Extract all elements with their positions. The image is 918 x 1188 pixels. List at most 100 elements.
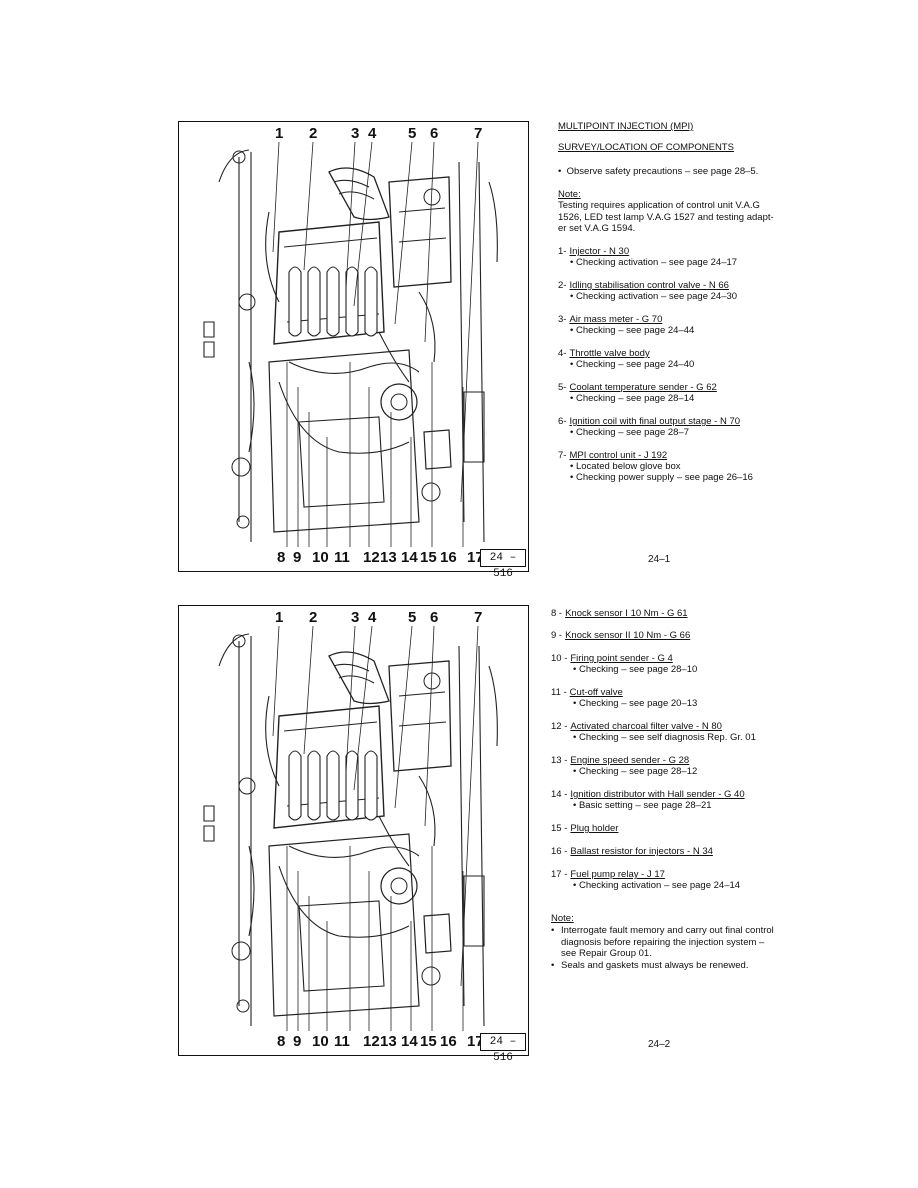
- body-panel-line: [238, 636, 485, 1027]
- round-cap: [421, 482, 441, 502]
- item-title: Knock sensor II 10 Nm - G 66: [565, 630, 691, 641]
- safety-bullet-text: Observe safety precautions – see page 28…: [566, 166, 759, 177]
- note-heading: Note:: [558, 189, 581, 200]
- intake-runner: [364, 266, 378, 337]
- callout-leader-line: [460, 625, 479, 987]
- round-cap: [232, 150, 246, 164]
- callout-label-4: 4: [368, 609, 377, 626]
- callout-label-14: 14: [401, 1033, 418, 1050]
- item-title: Activated charcoal filter valve - N 80: [570, 721, 722, 732]
- safety-bullet: • Observe safety precautions – see page …: [558, 166, 759, 177]
- wire-hose: [265, 695, 280, 787]
- item-title: Idling stabilisation control valve - N 6…: [569, 280, 729, 291]
- callout-label-6: 6: [430, 609, 439, 626]
- wire-hose: [278, 381, 410, 454]
- item-number: 2-: [558, 280, 567, 291]
- item-title: MPI control unit - J 192: [569, 450, 668, 461]
- item-title: Ignition distributor with Hall sender - …: [570, 789, 745, 800]
- round-cap: [236, 999, 250, 1013]
- hose-ribs: [333, 179, 375, 200]
- page-title: MULTIPOINT INJECTION (MPI): [558, 121, 694, 132]
- item-detail: • Located below glove box: [570, 461, 681, 472]
- distributor-center: [390, 877, 408, 895]
- item-number: 3-: [558, 314, 567, 325]
- callout-leader-line: [345, 141, 356, 289]
- callout-leader-line: [460, 141, 479, 503]
- wire-hose: [248, 845, 255, 937]
- engine-lower-part: [298, 416, 385, 508]
- note-bullet-text: Interrogate fault memory and carry out f…: [561, 925, 774, 959]
- round-cap: [238, 293, 256, 311]
- item-detail: • Checking power supply – see page 26–16: [570, 472, 753, 483]
- component-item: 14 -Ignition distributor with Hall sende…: [551, 789, 745, 811]
- callout-label-1: 1: [275, 609, 284, 626]
- callout-label-2: 2: [309, 609, 318, 626]
- item-title: Firing point sender - G 4: [570, 653, 673, 664]
- item-detail: • Basic setting – see page 28–21: [573, 800, 712, 811]
- item-number: 13 -: [551, 755, 568, 766]
- wire-hose: [378, 815, 410, 867]
- callout-label-10: 10: [312, 1033, 329, 1050]
- air-cleaner-detail: [398, 207, 447, 243]
- item-detail: • Checking – see page 28–12: [573, 766, 698, 777]
- item-number: 10 -: [551, 653, 568, 664]
- component-item: 9 -Knock sensor II 10 Nm - G 66: [551, 630, 690, 641]
- intake-plenum: [273, 221, 385, 345]
- callout-label-8: 8: [277, 549, 286, 566]
- callout-label-17: 17: [467, 1033, 484, 1050]
- callout-leader-line: [272, 141, 280, 253]
- note-bullet-text: Seals and gaskets must always be renewed…: [561, 959, 749, 971]
- item-detail: • Checking activation – see page 24–17: [570, 257, 738, 268]
- callout-label-5: 5: [408, 609, 417, 626]
- figure-reference: 24 – 516: [480, 1033, 526, 1064]
- callout-leader-line: [303, 141, 314, 271]
- body-panel-line: [218, 633, 498, 747]
- callout-label-10: 10: [312, 549, 329, 566]
- air-mass-meter-hose: [328, 167, 390, 221]
- callout-label-14: 14: [401, 549, 418, 566]
- callout-leader-line: [353, 141, 373, 307]
- item-detail: • Checking – see page 24–44: [570, 325, 695, 336]
- component-item: 1-Injector - N 30• Checking activation –…: [558, 246, 737, 268]
- round-cap: [232, 634, 246, 648]
- wire-hose: [248, 361, 255, 453]
- item-detail: • Checking activation – see page 24–30: [570, 291, 738, 302]
- callout-label-9: 9: [293, 549, 302, 566]
- component-item: 11 -Cut-off valve• Checking – see page 2…: [551, 687, 697, 709]
- callout-label-3: 3: [351, 125, 360, 142]
- item-title: Plug holder: [570, 823, 619, 834]
- body-panel-line: [218, 149, 498, 263]
- item-number: 9 -: [551, 630, 563, 641]
- figure-reference: 24 – 516: [480, 549, 526, 580]
- callout-label-2: 2: [309, 125, 318, 142]
- callout-leader-line: [345, 625, 356, 773]
- component-item: 6-Ignition coil with final output stage …: [558, 416, 740, 438]
- air-cleaner-housing: [388, 660, 452, 772]
- ignition-coil: [423, 913, 452, 954]
- component-item: 4-Throttle valve body• Checking – see pa…: [558, 348, 694, 370]
- round-cap: [421, 966, 441, 986]
- item-title: Throttle valve body: [569, 348, 650, 359]
- distributor-cap: [380, 383, 418, 421]
- note-line: 1526, LED test lamp V.A.G 1527 and testi…: [558, 211, 774, 223]
- ignition-coil: [423, 429, 452, 470]
- round-cap: [231, 457, 251, 477]
- component-item: 8 -Knock sensor I 10 Nm - G 61: [551, 608, 688, 619]
- item-number: 14 -: [551, 789, 568, 800]
- round-cap: [238, 777, 256, 795]
- component-item: 12 -Activated charcoal filter valve - N …: [551, 721, 756, 743]
- wire-hose: [288, 845, 420, 858]
- callout-label-12: 12: [363, 549, 380, 566]
- body-panel-line: [238, 152, 485, 543]
- wire-hose: [418, 775, 436, 847]
- intake-runner: [288, 266, 302, 337]
- item-detail: • Checking – see page 20–13: [573, 698, 698, 709]
- page-subtitle: SURVEY/LOCATION OF COMPONENTS: [558, 142, 734, 153]
- item-detail: • Checking – see page 28–10: [573, 664, 698, 675]
- item-detail: • Checking – see page 28–7: [570, 427, 689, 438]
- engine-drawing: [203, 141, 498, 547]
- component-item: 5-Coolant temperature sender - G 62• Che…: [558, 382, 717, 404]
- item-detail: • Checking activation – see page 24–14: [573, 880, 741, 891]
- item-detail: • Checking – see page 24–40: [570, 359, 695, 370]
